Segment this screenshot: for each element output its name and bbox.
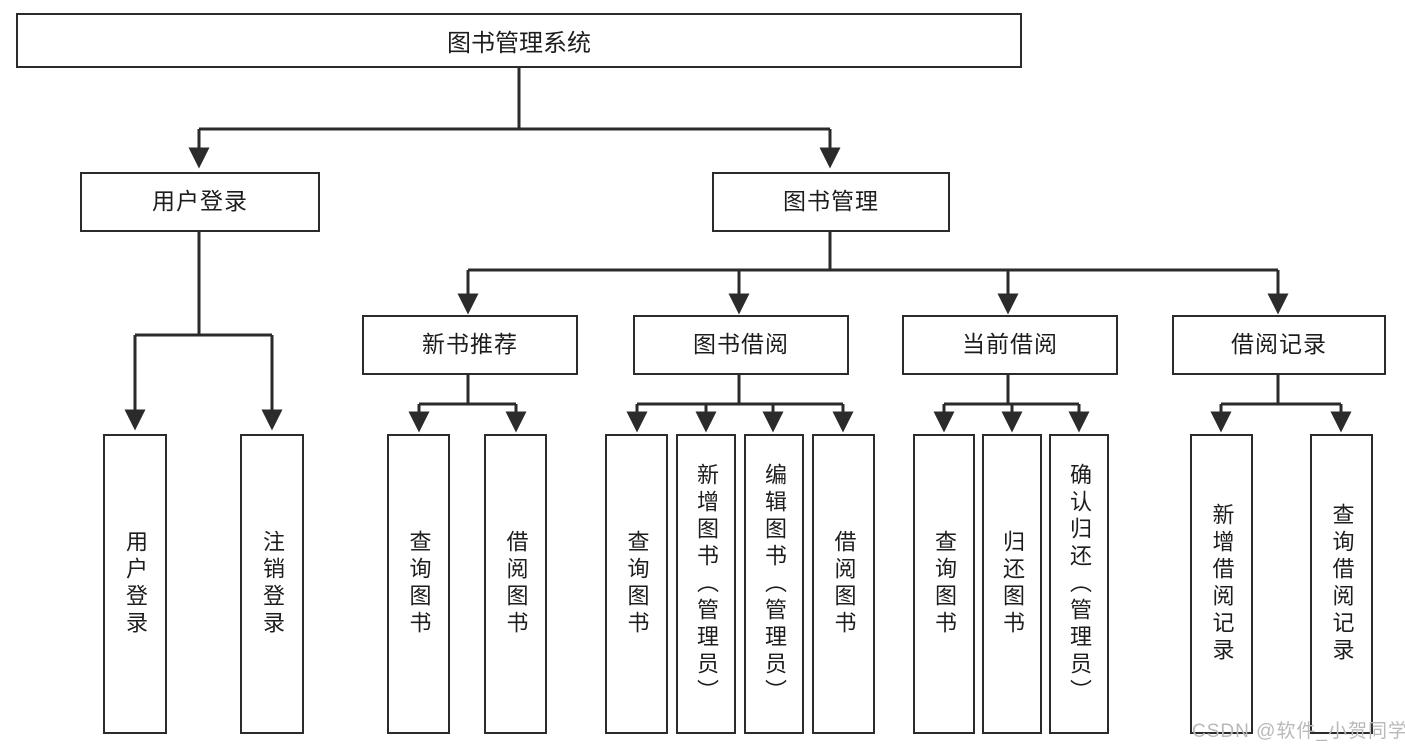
node-leaf-return-book-label: 归还图书 xyxy=(1000,530,1025,638)
node-leaf-query-book-2[interactable]: 查询图书 xyxy=(605,434,668,734)
node-leaf-borrow-book-1[interactable]: 借阅图书 xyxy=(484,434,547,734)
node-leaf-return-book[interactable]: 归还图书 xyxy=(982,434,1042,734)
node-borrow-record-label: 借阅记录 xyxy=(1231,331,1327,358)
node-leaf-confirm-return[interactable]: 确认归还（管理员） xyxy=(1049,434,1109,734)
node-current-borrow[interactable]: 当前借阅 xyxy=(902,315,1118,375)
node-leaf-query-book-2-label: 查询图书 xyxy=(624,530,650,638)
node-leaf-add-record[interactable]: 新增借阅记录 xyxy=(1190,434,1253,734)
node-book-manage[interactable]: 图书管理 xyxy=(712,172,950,232)
node-root[interactable]: 图书管理系统 xyxy=(16,13,1022,68)
node-leaf-edit-book[interactable]: 编辑图书（管理员） xyxy=(744,434,804,734)
node-book-borrow-label: 图书借阅 xyxy=(693,331,789,358)
node-leaf-add-book[interactable]: 新增图书（管理员） xyxy=(676,434,736,734)
node-leaf-query-book-3-label: 查询图书 xyxy=(932,530,957,638)
node-leaf-query-record[interactable]: 查询借阅记录 xyxy=(1310,434,1373,734)
node-leaf-user-logout-label: 注销登录 xyxy=(260,530,285,638)
node-leaf-borrow-book-2[interactable]: 借阅图书 xyxy=(812,434,875,734)
node-leaf-user-logout[interactable]: 注销登录 xyxy=(240,434,304,734)
node-leaf-query-book-1[interactable]: 查询图书 xyxy=(387,434,450,734)
node-book-manage-label: 图书管理 xyxy=(783,188,879,215)
node-leaf-borrow-book-2-label: 借阅图书 xyxy=(831,530,857,638)
node-leaf-edit-book-label: 编辑图书（管理员） xyxy=(762,462,787,706)
node-leaf-query-book-3[interactable]: 查询图书 xyxy=(913,434,975,734)
node-leaf-user-login-label: 用户登录 xyxy=(123,530,148,638)
node-leaf-borrow-book-1-label: 借阅图书 xyxy=(503,530,529,638)
node-user-login[interactable]: 用户登录 xyxy=(80,172,320,232)
node-book-borrow[interactable]: 图书借阅 xyxy=(633,315,849,375)
node-leaf-user-login[interactable]: 用户登录 xyxy=(103,434,167,734)
node-leaf-query-record-label: 查询借阅记录 xyxy=(1329,503,1355,665)
node-user-login-label: 用户登录 xyxy=(152,188,248,215)
node-borrow-record[interactable]: 借阅记录 xyxy=(1172,315,1386,375)
csdn-watermark: CSDN @软件_小贺同学 xyxy=(1192,721,1405,742)
node-new-book-rec[interactable]: 新书推荐 xyxy=(362,315,578,375)
node-leaf-query-book-1-label: 查询图书 xyxy=(406,530,432,638)
node-current-borrow-label: 当前借阅 xyxy=(962,331,1058,358)
node-leaf-confirm-return-label: 确认归还（管理员） xyxy=(1067,462,1092,706)
node-leaf-add-book-label: 新增图书（管理员） xyxy=(694,462,719,706)
node-new-book-rec-label: 新书推荐 xyxy=(422,331,518,358)
node-leaf-add-record-label: 新增借阅记录 xyxy=(1209,503,1235,665)
node-root-label: 图书管理系统 xyxy=(447,30,591,57)
